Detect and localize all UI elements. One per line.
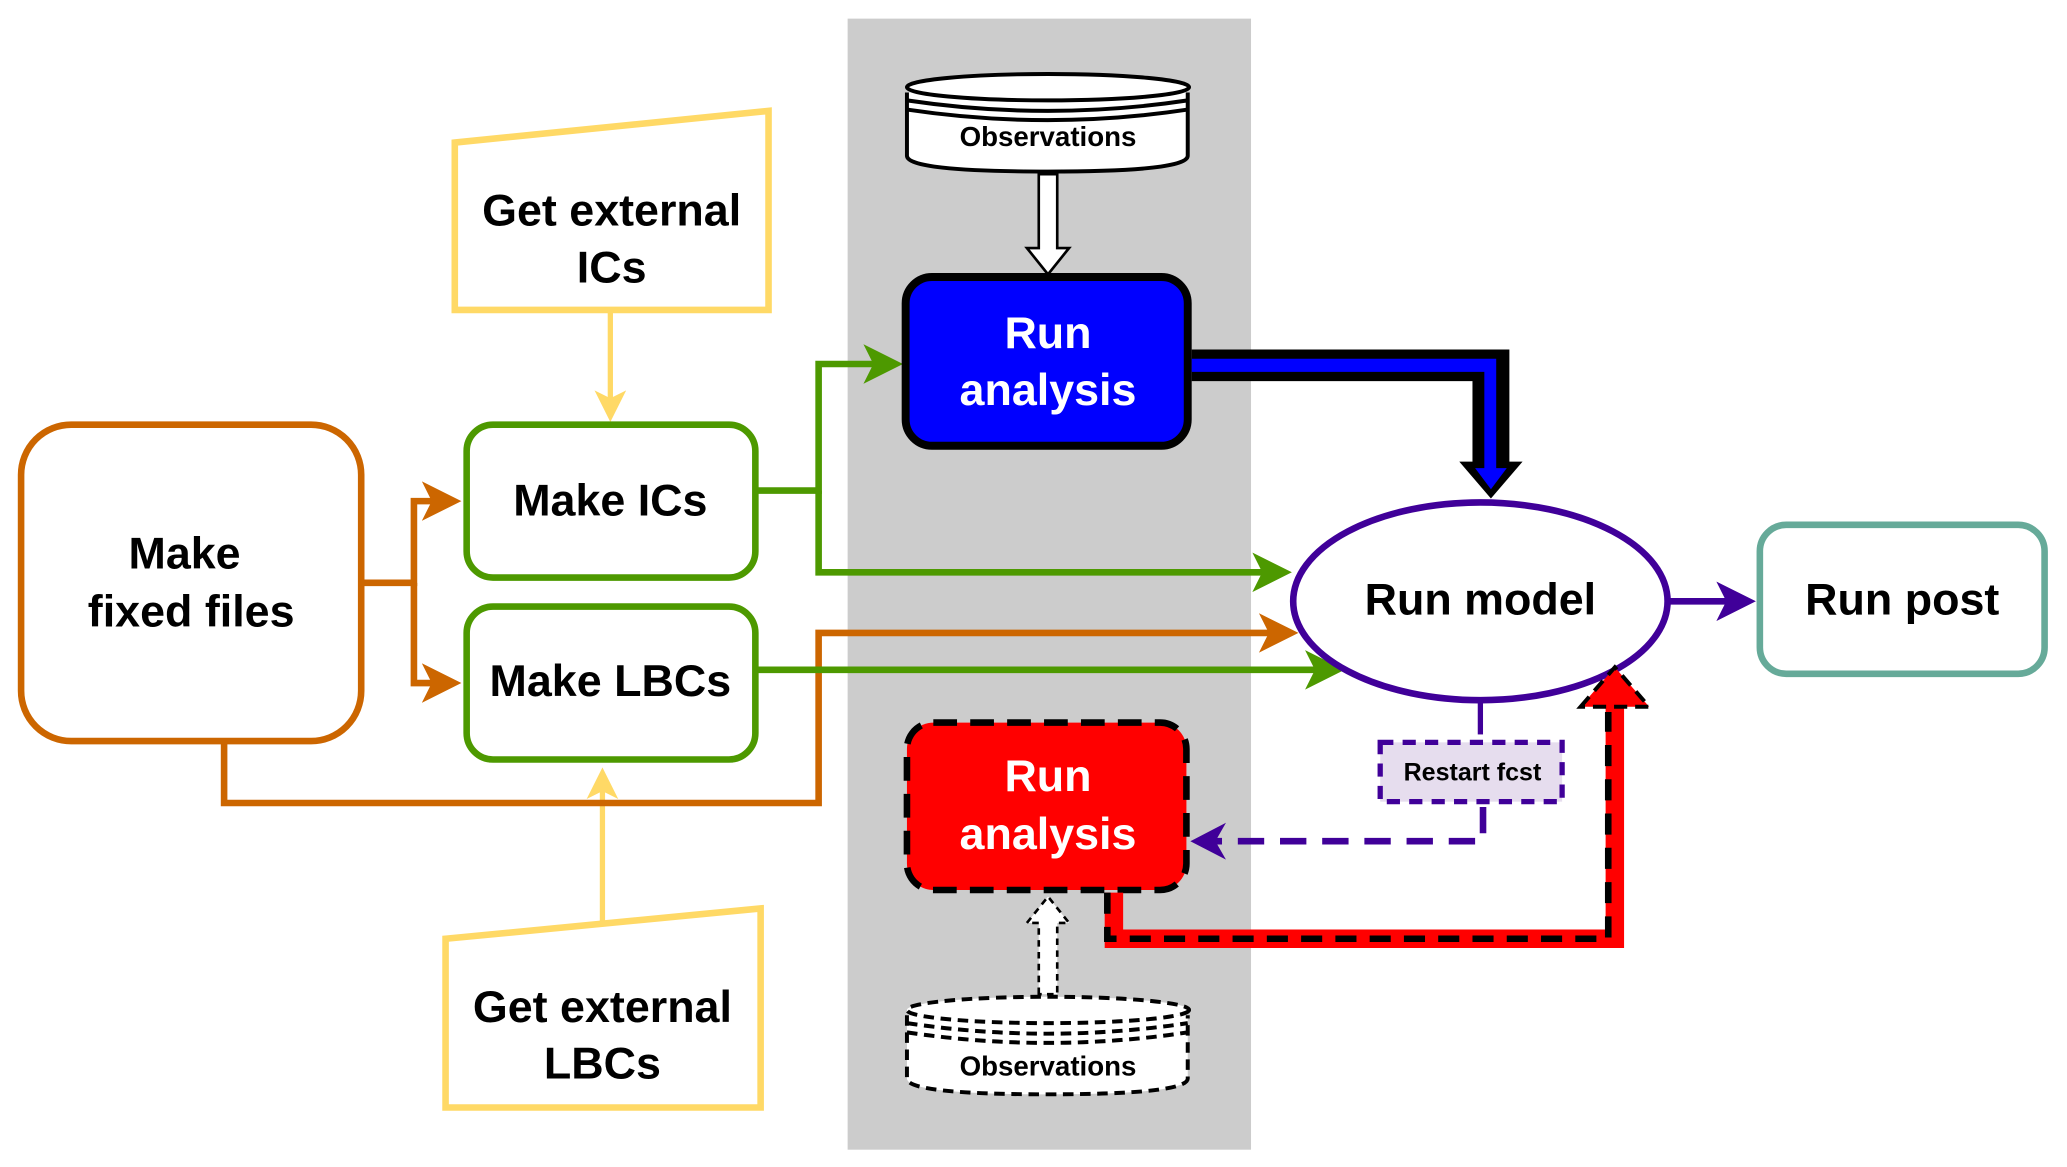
get-external-lbcs-line2: LBCs [544,1038,661,1088]
run-post-label: Run post [1805,574,1999,624]
arrow-bottom-analysis-to-run-model [1104,664,1654,948]
restart-fcst-node[interactable]: Restart fcst [1377,739,1565,805]
make-fixed-files-line1: Make [128,528,240,578]
make-fixed-files-line2: fixed files [88,586,295,636]
run-analysis-top-line1: Run [1004,308,1091,358]
arrow-analysis-to-run-model [1191,349,1523,499]
restart-fcst-label: Restart fcst [1404,759,1542,787]
get-external-ics-node[interactable]: Get external ICs [451,107,772,314]
get-external-ics-line1: Get external [482,186,741,236]
observations-bottom-label: Observations [960,1050,1137,1081]
arrowhead-restart [1190,822,1226,860]
make-fixed-files-node[interactable]: Make fixed files [17,421,365,745]
run-analysis-top-node[interactable]: Run analysis [901,273,1192,450]
arrow-fixed-to-make-ics [363,481,462,587]
run-analysis-top-line2: analysis [960,365,1137,415]
observations-bottom-node[interactable]: Observations [904,994,1192,1097]
arrow-make-ics-to-run-model [815,490,1292,593]
run-post-node[interactable]: Run post [1756,521,2048,678]
arrow-restart-to-analysis [1212,806,1487,845]
make-ics-label: Make ICs [513,476,707,526]
get-external-lbcs-node[interactable]: Get external LBCs [442,904,764,1111]
arrow-make-ics-to-run-analysis [757,344,903,494]
run-analysis-bottom-node[interactable]: Run analysis [903,719,1190,894]
make-lbcs-label: Make LBCs [490,656,732,706]
run-model-node[interactable]: Run model [1289,499,1671,704]
get-external-lbcs-line1: Get external [473,982,732,1032]
make-lbcs-node[interactable]: Make LBCs [463,603,759,763]
run-analysis-bottom-line1: Run [1004,751,1091,801]
run-analysis-bottom-line2: analysis [960,809,1137,859]
get-external-ics-line2: ICs [577,242,647,292]
observations-top-label: Observations [960,121,1137,152]
arrow-obs-bottom-to-analysis [1024,894,1072,996]
arrow-fixed-to-make-lbcs [410,582,462,703]
observations-top-node[interactable]: Observations [904,72,1192,174]
arrow-obs-to-analysis [1024,172,1072,277]
arrow-fixed-to-run-model [220,613,1299,807]
make-ics-node[interactable]: Make ICs [463,421,759,581]
run-model-label: Run model [1365,574,1597,624]
